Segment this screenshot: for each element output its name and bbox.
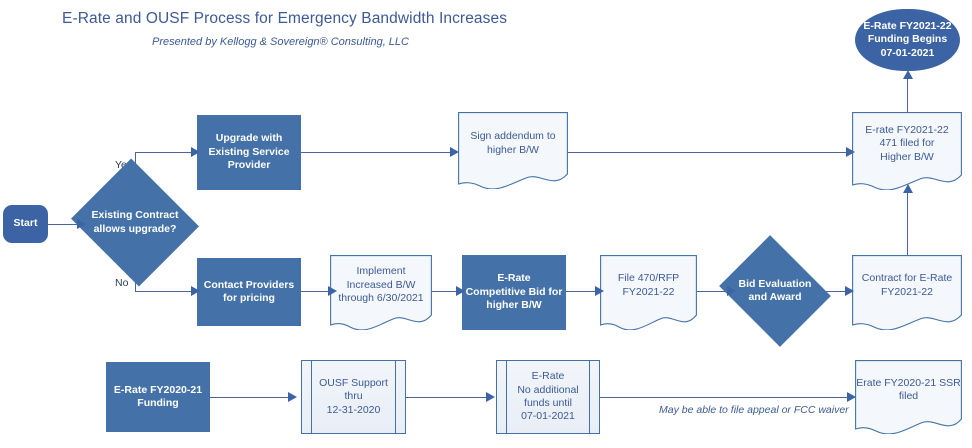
node-decision-existing-contract-label: Existing Contract allows upgrade?: [91, 209, 179, 235]
arrowhead-nofunds-to-ssr: [847, 392, 856, 402]
arrowhead-contract-to-471: [903, 184, 913, 193]
node-competitive-bid[interactable]: E-Rate Competitive Bid for higher B/W: [462, 255, 566, 330]
connector-funding2020-to-ousf: [210, 397, 292, 399]
node-decision-existing-contract[interactable]: Existing Contract allows upgrade?: [71, 158, 199, 287]
node-upgrade-existing-provider[interactable]: Upgrade with Existing Service Provider: [197, 115, 301, 190]
node-competitive-bid-label: E-Rate Competitive Bid for higher B/W: [465, 272, 563, 312]
connector-addendum-to-471: [568, 152, 852, 154]
node-ousf-support-label: OUSF Support thru 12-31-2020: [319, 376, 388, 416]
connector-start-to-decision: [47, 224, 79, 226]
node-file-470-rfp[interactable]: File 470/RFP FY2021-22: [600, 255, 697, 330]
node-start[interactable]: Start: [3, 205, 48, 243]
arrowhead-bid-to-470: [595, 286, 604, 296]
node-funding-begins-label: E-Rate FY2021-22 Funding Begins 07-01-20…: [863, 19, 952, 59]
node-contact-providers[interactable]: Contact Providers for pricing: [197, 258, 301, 326]
predefined-right-bar: [395, 360, 396, 434]
document-shape: [852, 255, 962, 330]
node-implement-increased-bw-label: Implement Increased B/W through 6/30/202…: [338, 265, 424, 305]
node-funding-begins[interactable]: E-Rate FY2021-22 Funding Begins 07-01-20…: [855, 9, 960, 71]
arrowhead-evaluation-to-contract: [845, 286, 854, 296]
connector-bid-to-470: [566, 291, 602, 293]
arrowhead-ousf-to-nofunds: [486, 392, 495, 402]
arrowhead-no-to-contact: [191, 286, 200, 296]
arrowhead-upgrade-to-addendum: [450, 147, 459, 157]
appeal-note: May be able to file appeal or FCC waiver: [659, 404, 849, 416]
node-erate-2020-funding-label: E-Rate FY2020-21 Funding: [113, 383, 203, 409]
node-contact-providers-label: Contact Providers for pricing: [203, 278, 295, 304]
node-contract-erate-label: Contract for E-Rate FY2021-22: [861, 272, 953, 298]
connector-contact-to-implement: [301, 291, 333, 293]
predefined-left-bar: [311, 360, 312, 434]
connector-470-to-evaluation: [697, 291, 733, 293]
page-subtitle: Presented by Kellogg & Sovereign® Consul…: [152, 36, 409, 48]
arrowhead-471-to-funding: [903, 70, 913, 79]
connector-evaluation-to-contract: [816, 291, 852, 293]
node-sign-addendum[interactable]: Sign addendum to higher B/W: [458, 112, 568, 189]
node-sign-addendum-label: Sign addendum to higher B/W: [470, 130, 556, 156]
connector-contract-to-471: [907, 190, 909, 262]
document-shape: [330, 255, 432, 330]
node-erate-471-filed-label: E-rate FY2021-22 471 filed for Higher B/…: [865, 123, 949, 163]
node-ssr-filed[interactable]: Erate FY2020-21 SSR filed: [855, 360, 962, 434]
document-shape: [852, 112, 962, 190]
arrowhead-start-to-decision: [77, 219, 86, 229]
node-erate-no-additional-funds[interactable]: E-Rate No additional funds until 07-01-2…: [496, 360, 600, 434]
edge-label-no: No: [115, 277, 129, 289]
node-upgrade-existing-provider-label: Upgrade with Existing Service Provider: [208, 132, 290, 172]
arrowhead-addendum-to-471: [846, 147, 855, 157]
predefined-left-bar: [506, 360, 507, 434]
node-bid-evaluation[interactable]: Bid Evaluation and Award: [719, 235, 831, 347]
connector-471-to-funding: [907, 76, 909, 114]
connector-no-horizontal: [135, 291, 198, 293]
predefined-right-bar: [589, 360, 590, 434]
page-title: E-Rate and OUSF Process for Emergency Ba…: [62, 10, 508, 27]
document-shape: [458, 112, 568, 189]
node-contract-erate[interactable]: Contract for E-Rate FY2021-22: [852, 255, 962, 330]
arrowhead-yes-to-upgrade: [191, 147, 200, 157]
connector-yes-horizontal: [135, 152, 198, 154]
connector-implement-to-bid: [432, 291, 464, 293]
connector-nofunds-to-ssr: [600, 397, 852, 399]
node-ssr-filed-label: Erate FY2020-21 SSR filed: [856, 376, 961, 402]
arrowhead-implement-to-bid: [456, 286, 465, 296]
node-implement-increased-bw[interactable]: Implement Increased B/W through 6/30/202…: [330, 255, 432, 330]
connector-upgrade-to-addendum: [301, 152, 455, 154]
arrowhead-funding2020-to-ousf: [288, 392, 297, 402]
node-erate-no-additional-funds-label: E-Rate No additional funds until 07-01-2…: [517, 370, 579, 423]
node-file-470-rfp-label: File 470/RFP FY2021-22: [617, 272, 680, 298]
arrowhead-470-to-evaluation: [727, 286, 736, 296]
node-erate-471-filed[interactable]: E-rate FY2021-22 471 filed for Higher B/…: [852, 112, 962, 190]
node-bid-evaluation-label: Bid Evaluation and Award: [738, 277, 812, 303]
node-start-label: Start: [13, 217, 38, 230]
document-shape: [600, 255, 697, 330]
node-ousf-support[interactable]: OUSF Support thru 12-31-2020: [301, 360, 406, 434]
arrowhead-contact-to-implement: [328, 286, 337, 296]
connector-ousf-to-nofunds: [406, 397, 490, 399]
document-shape: [855, 360, 962, 434]
node-erate-2020-funding[interactable]: E-Rate FY2020-21 Funding: [106, 362, 210, 432]
